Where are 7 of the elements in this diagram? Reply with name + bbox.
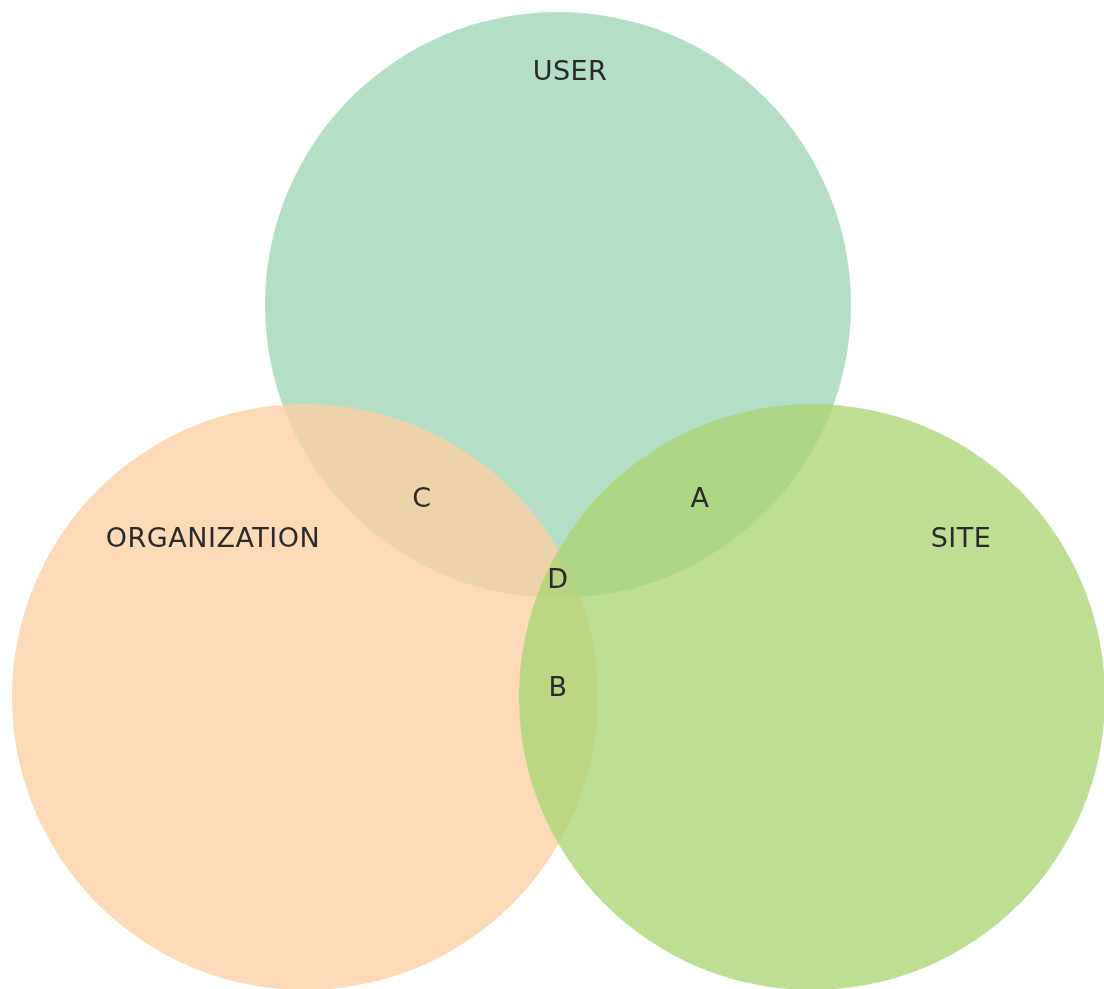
region-label: C: [412, 481, 432, 513]
set-label: USER: [532, 54, 608, 86]
region-label: D: [547, 562, 569, 594]
region-label: B: [548, 670, 568, 702]
set-label: ORGANIZATION: [105, 521, 321, 553]
set-label: SITE: [930, 521, 992, 553]
region-label: A: [690, 481, 710, 513]
